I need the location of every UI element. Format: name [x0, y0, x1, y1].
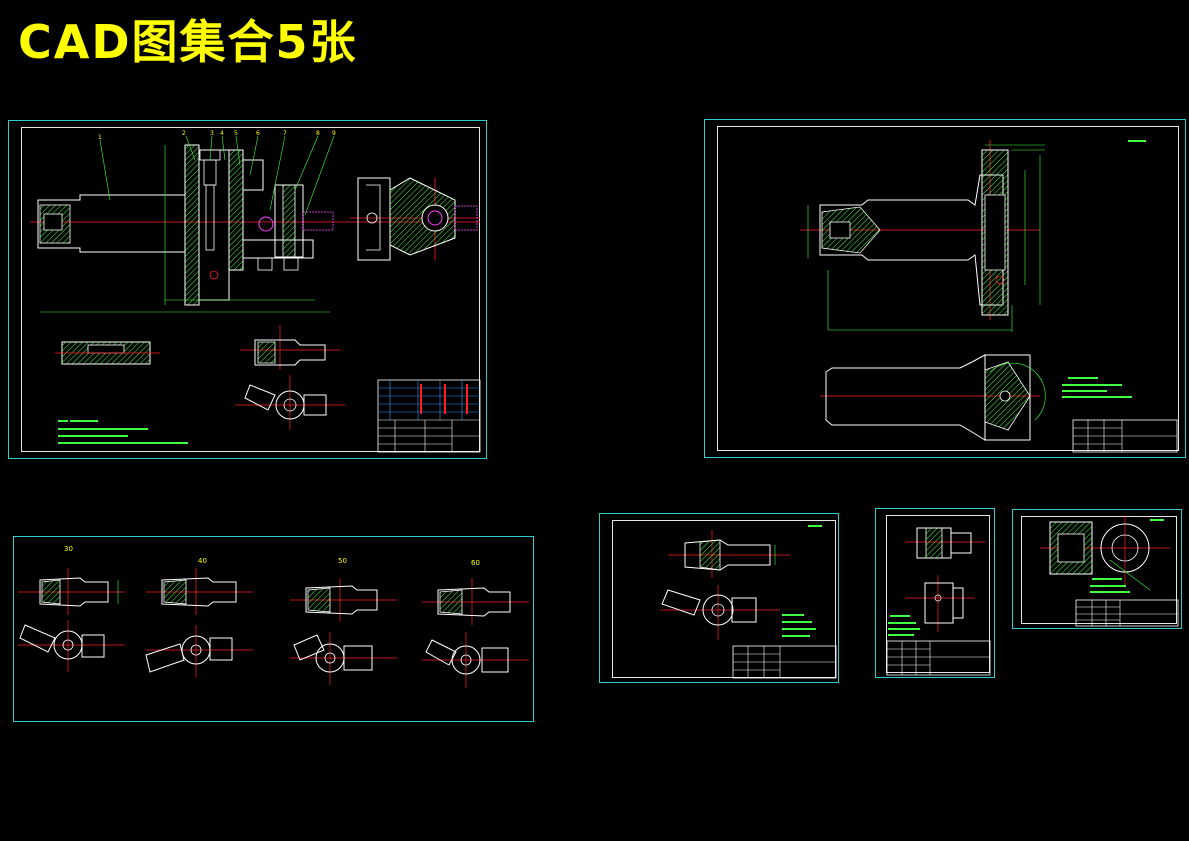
sheet-shaft-inner-frame [717, 126, 1179, 451]
fork-views [660, 530, 790, 640]
variants-views [18, 568, 529, 688]
block-title-block [886, 640, 991, 676]
assembly-tech-notes [58, 420, 188, 444]
shaft-main-view [800, 140, 1045, 332]
variant-30 [18, 568, 125, 672]
svg-text:6: 6 [256, 130, 260, 137]
sheet-ring-part[interactable] [1012, 509, 1182, 629]
page-title: CAD图集合5张 [18, 15, 358, 69]
assembly-side-view [350, 177, 480, 261]
sheet-assembly[interactable] [8, 120, 487, 459]
svg-text:4: 4 [220, 130, 224, 137]
fork-title-block [732, 645, 837, 679]
block-tech-notes [888, 615, 920, 636]
svg-text:3: 3 [210, 130, 214, 137]
svg-text:2: 2 [182, 130, 186, 137]
variant-60 [422, 578, 529, 688]
variant-label-50: 50 [338, 557, 347, 565]
assembly-detail-views [55, 325, 345, 430]
sheet-assembly-inner-frame [21, 127, 480, 452]
variant-label-40: 40 [198, 557, 207, 565]
sheet-block-inner-frame [886, 515, 990, 673]
svg-text:1: 1 [98, 134, 102, 141]
variant-label-30: 30 [64, 545, 73, 553]
shaft-title-block [1072, 419, 1178, 453]
svg-text:7: 7 [283, 130, 287, 137]
variant-label-60: 60 [471, 559, 480, 567]
fork-tech-notes [782, 525, 822, 637]
sheet-fork-part[interactable] [599, 513, 839, 683]
variant-40 [145, 568, 253, 678]
shaft-bottom-view [820, 354, 1046, 441]
assembly-main-view: 1 2 3 4 5 6 7 8 9 [30, 130, 480, 313]
sheet-variants[interactable] [13, 536, 534, 722]
assembly-title-block [377, 379, 481, 453]
sheet-shaft-part[interactable] [704, 119, 1186, 458]
svg-text:5: 5 [234, 130, 238, 137]
sheet-fork-inner-frame [612, 520, 836, 678]
ring-views [1040, 515, 1170, 593]
block-views [905, 527, 985, 632]
sheet-block-part[interactable] [875, 508, 995, 678]
shaft-tech-notes [1062, 140, 1146, 398]
variant-50 [290, 578, 397, 685]
svg-text:8: 8 [316, 130, 320, 137]
svg-text:9: 9 [332, 130, 336, 137]
sheet-ring-inner-frame [1021, 516, 1177, 624]
ring-title-block [1075, 599, 1179, 627]
